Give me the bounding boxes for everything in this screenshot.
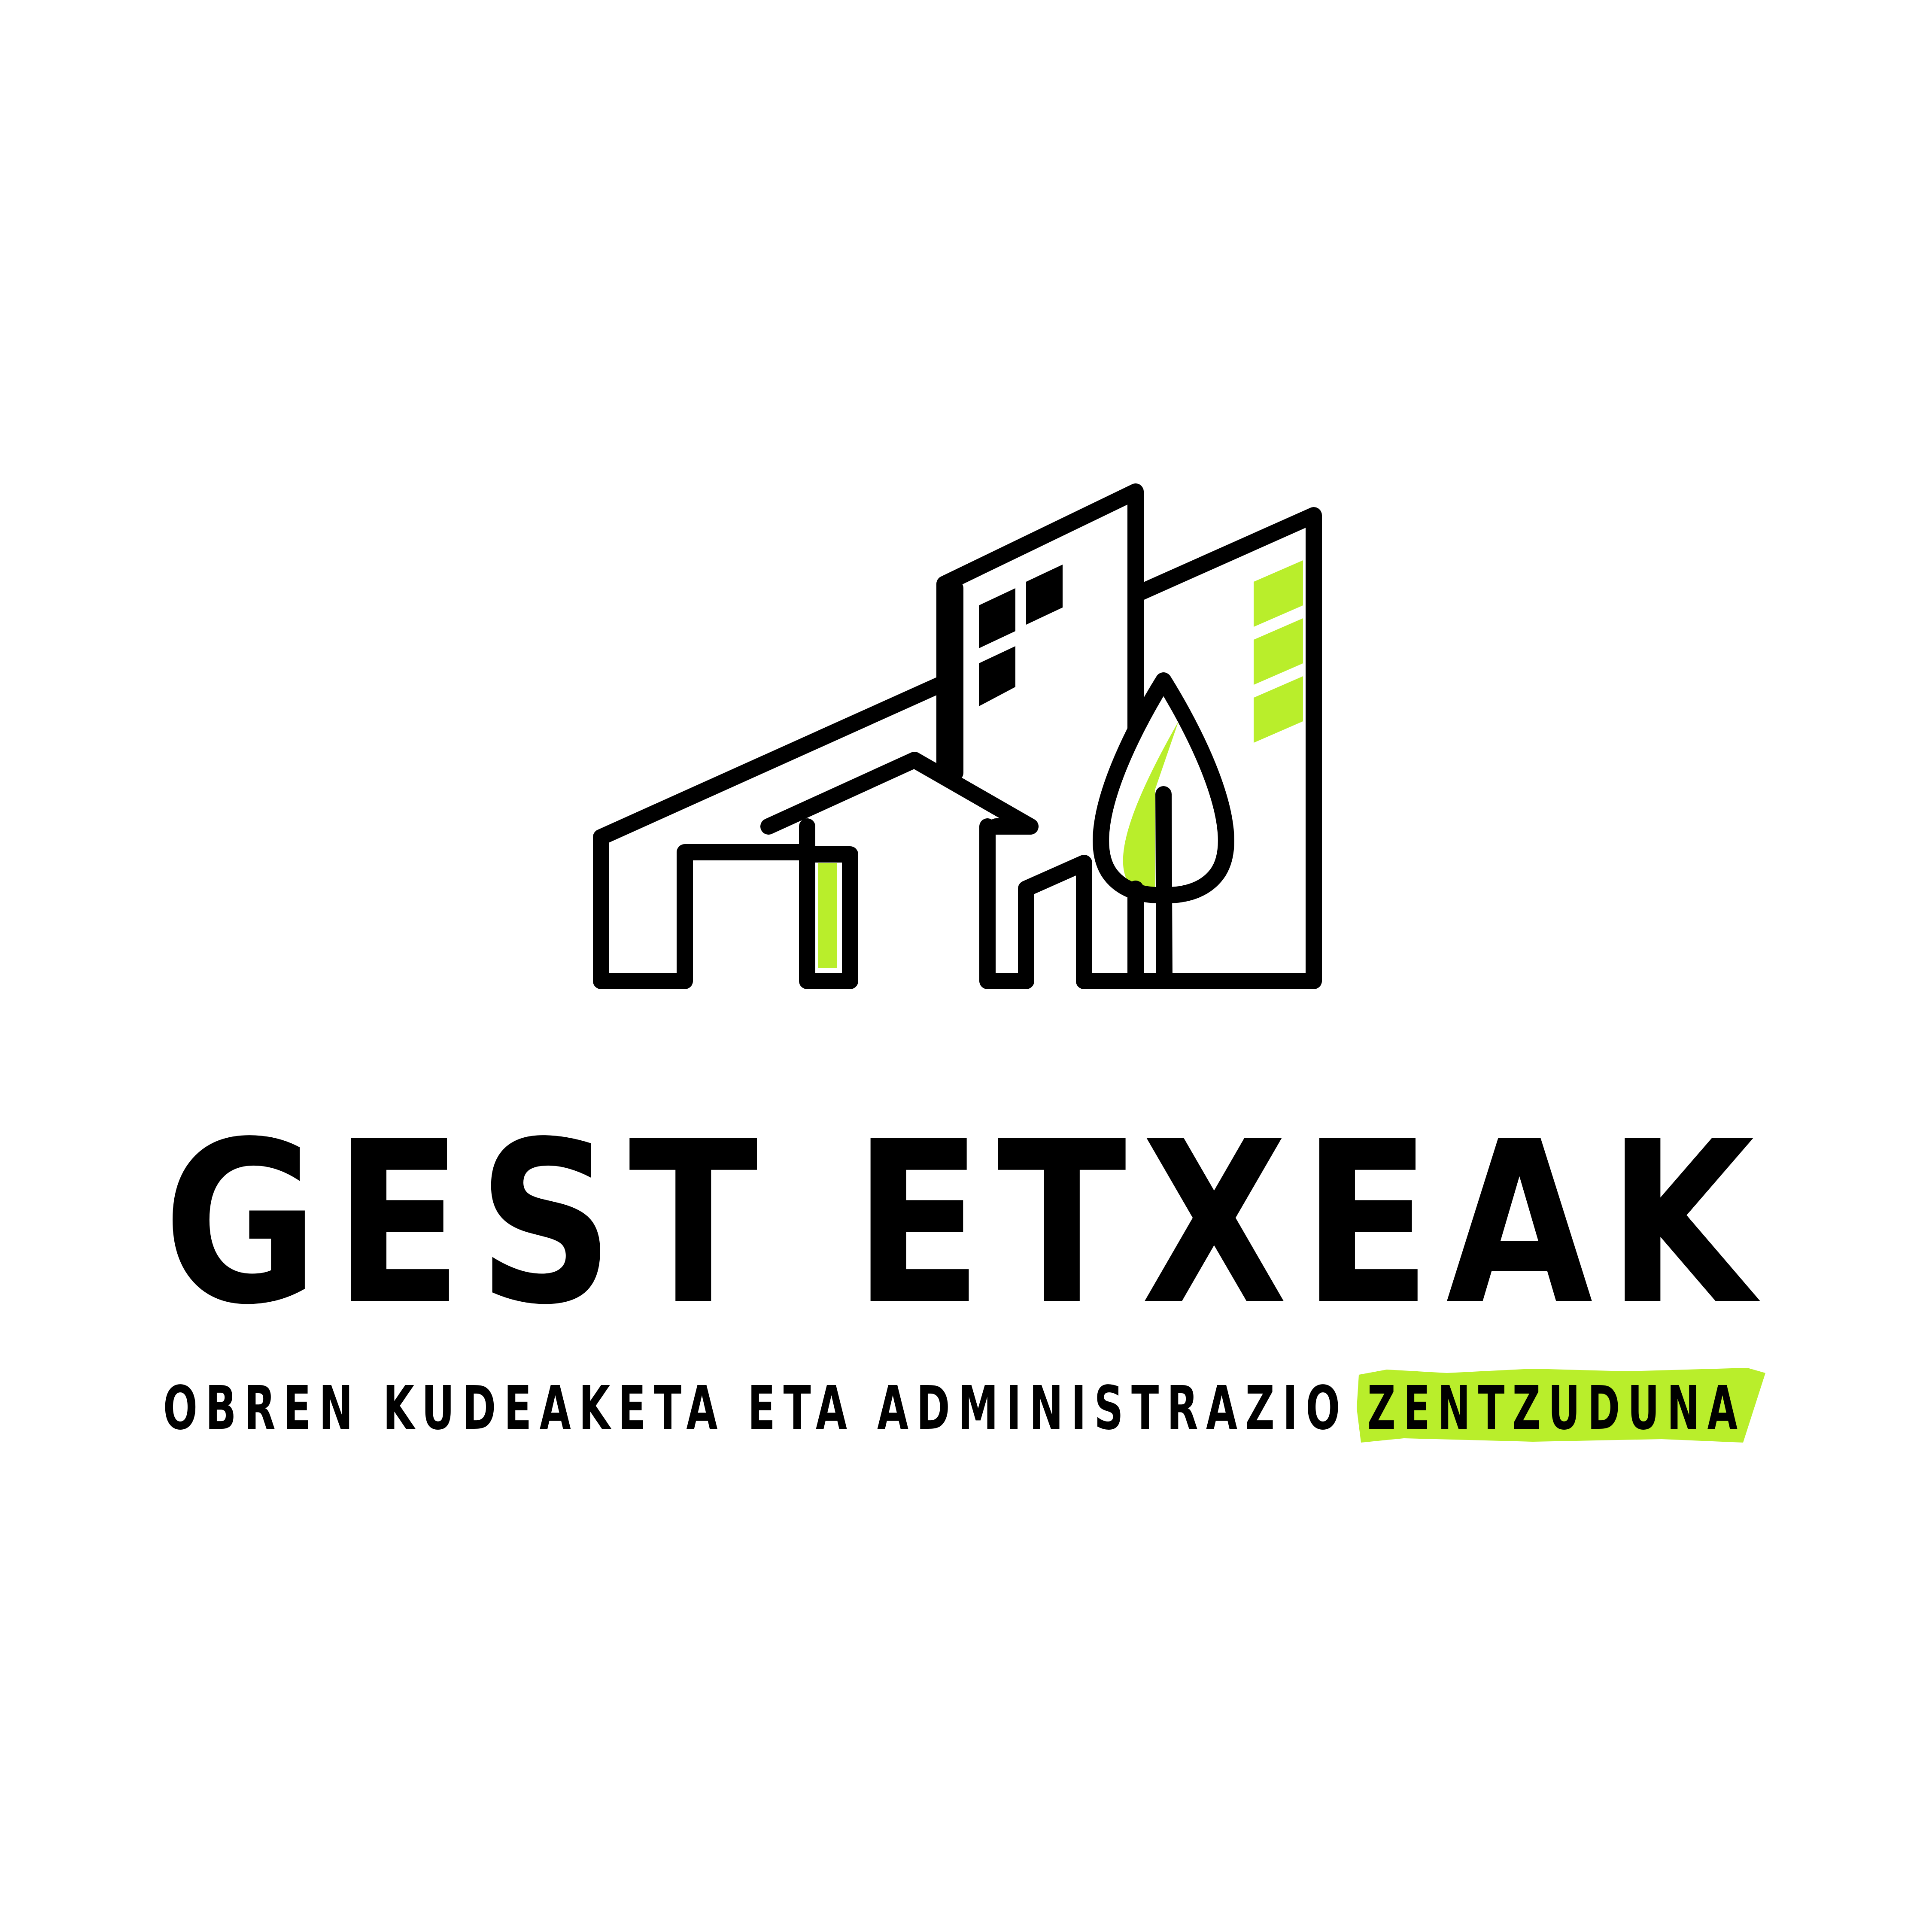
accent-fills <box>818 560 1303 968</box>
tagline-highlight-text: ZENTZUDUNA <box>1367 1373 1745 1443</box>
brand-name-text: GEST ETXEAK <box>163 1103 1769 1327</box>
house-roof-outline <box>760 752 1039 835</box>
tagline-main-text: OBREN KUDEAKETA ETA ADMINISTRAZIO <box>163 1373 1348 1443</box>
tree-trunk <box>1155 786 1173 989</box>
brand-name: GEST ETXEAK <box>163 1103 1769 1327</box>
left-roof-outline <box>593 674 953 989</box>
highlight-brush <box>1357 1368 1765 1443</box>
center-wall-outline <box>979 818 1092 989</box>
right-building-outline <box>1076 507 1322 989</box>
windows <box>979 565 1063 706</box>
tall-building-outline <box>936 483 1144 783</box>
tagline: OBREN KUDEAKETA ETA ADMINISTRAZIO ZENTZU… <box>163 1368 1765 1443</box>
